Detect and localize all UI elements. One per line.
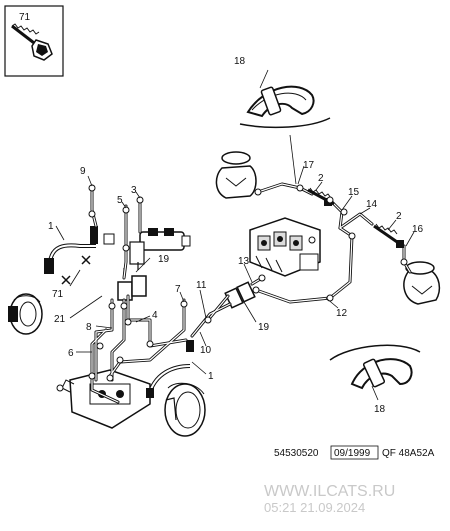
hydraulic-unit (249, 217, 321, 277)
part-label-10: 10 (200, 345, 212, 356)
drawing-ref: QF 48A52A (382, 448, 435, 459)
part-label-13: 13 (238, 256, 250, 267)
wheel-clip-right-16 (403, 261, 441, 305)
part-label-7: 7 (175, 284, 181, 295)
inset-bolt-panel: 71 (4, 5, 64, 77)
brake-connector-19a (117, 262, 147, 301)
watermark-timestamp: 05:21 21.09.2024 (264, 500, 365, 515)
wheel-clip-left-17 (215, 151, 257, 199)
part-label-3: 3 (131, 185, 137, 196)
front-brake-disc-left (8, 293, 43, 335)
drawing-reference: 54530520 09/1999 QF 48A52A (274, 445, 435, 460)
part-label-17: 17 (303, 160, 315, 171)
inset-label: 71 (19, 12, 31, 23)
part-label-19a: 19 (158, 254, 170, 265)
part-label-1b: 1 (208, 371, 214, 382)
part-label-6: 6 (68, 348, 74, 359)
brake-connector-19b (224, 281, 256, 309)
flex-hose-1-upper (44, 226, 115, 274)
part-label-8: 8 (86, 322, 92, 333)
part-label-18a: 18 (234, 56, 246, 67)
part-label-15: 15 (348, 187, 360, 198)
part-label-71: 71 (52, 289, 64, 300)
bolt-location-markers (61, 255, 91, 285)
bolt-icon (11, 23, 53, 61)
watermark: WWW.ILCATS.RU 05:21 21.09.2024 (264, 483, 395, 515)
flex-hose-2-lower (373, 223, 404, 248)
part-label-1a: 1 (48, 221, 54, 232)
pipe-fitting-markers (56, 184, 408, 392)
drawing-code: 54530520 (274, 448, 319, 459)
part-label-4: 4 (152, 310, 158, 321)
flex-hose-1-lower (146, 340, 194, 398)
part-labels: 1 1 2 2 3 4 5 6 7 8 9 10 11 12 13 14 15 … (48, 56, 424, 415)
rear-brake-drum (164, 382, 206, 437)
part-label-19b: 19 (258, 322, 270, 333)
drawing-date: 09/1999 (334, 448, 371, 459)
master-cylinder (129, 228, 191, 265)
leader-lines (55, 134, 415, 375)
part-label-5: 5 (117, 195, 123, 206)
brake-hose-upper-18 (239, 69, 331, 129)
part-label-11: 11 (196, 280, 207, 291)
rear-axle-bracket (61, 369, 151, 429)
part-label-2b: 2 (396, 211, 402, 222)
watermark-site: WWW.ILCATS.RU (264, 483, 395, 500)
part-label-9: 9 (80, 166, 86, 177)
part-label-16: 16 (412, 224, 424, 235)
brake-hose-lower-18 (329, 344, 421, 401)
part-label-18b: 18 (374, 404, 386, 415)
part-label-14: 14 (366, 199, 378, 210)
part-label-12: 12 (336, 308, 348, 319)
part-label-21: 21 (54, 314, 66, 325)
part-label-2a: 2 (318, 173, 324, 184)
